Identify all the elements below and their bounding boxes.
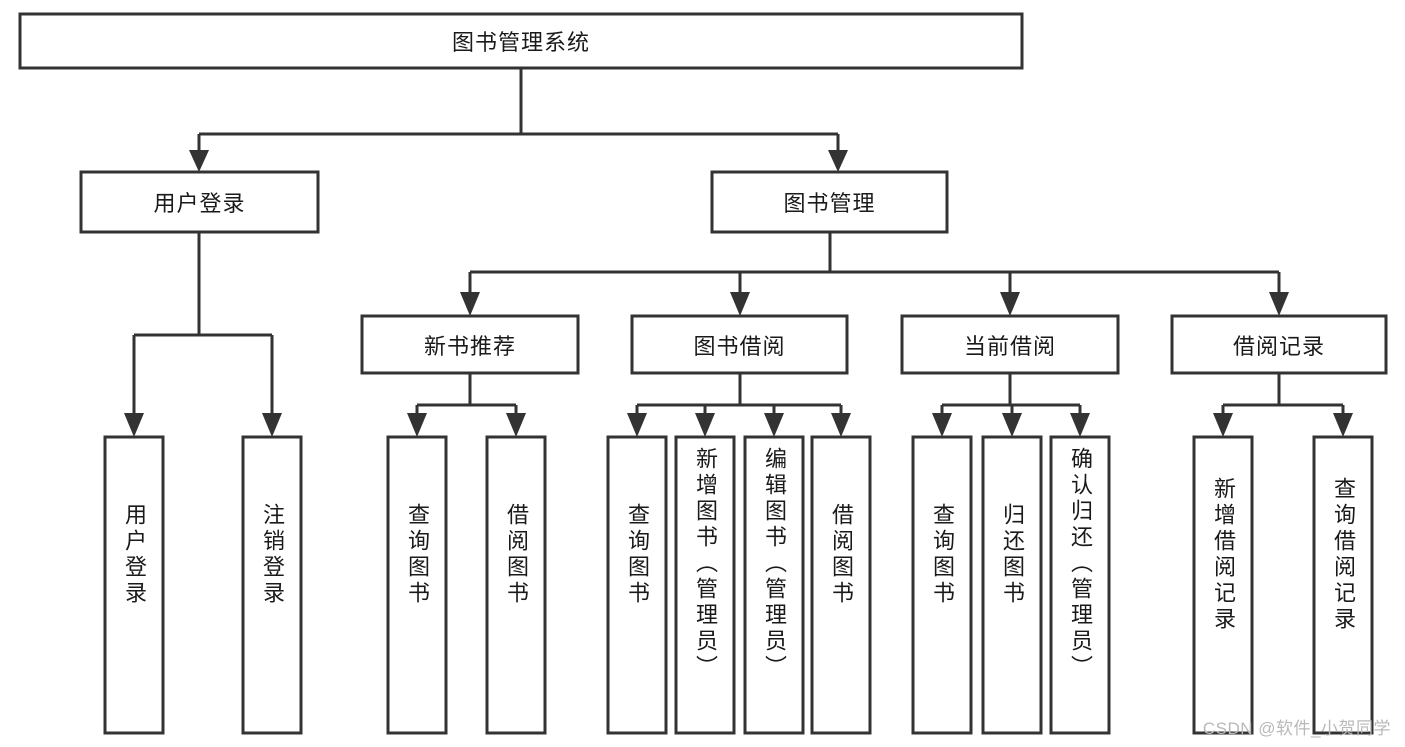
arrow-to-user-login [189, 150, 209, 172]
arrow-to-leaf-query-book-current [932, 413, 952, 437]
arrow-to-leaf-query-borrow-record [1333, 413, 1353, 437]
arrow-to-book-manage [828, 150, 848, 172]
node-box-book-borrow[interactable] [630, 314, 849, 375]
node-box-leaf-query-book-borrow[interactable] [606, 435, 668, 735]
arrow-to-leaf-user-login [124, 413, 144, 437]
node-box-leaf-query-borrow-record[interactable] [1312, 435, 1374, 735]
arrow-to-current-borrow [1000, 292, 1020, 316]
arrow-to-leaf-borrow-book [831, 413, 851, 437]
arrow-to-borrow-record [1269, 292, 1289, 316]
node-box-leaf-add-book-admin[interactable] [674, 435, 736, 735]
node-box-book-manage[interactable] [710, 170, 949, 234]
node-box-leaf-borrow-book-recommend[interactable] [485, 435, 547, 735]
node-box-leaf-return-book[interactable] [981, 435, 1043, 735]
node-box-leaf-confirm-return-admin[interactable] [1049, 435, 1111, 735]
node-box-leaf-user-login[interactable] [103, 435, 165, 735]
arrow-to-leaf-borrow-book-recommend [506, 413, 526, 437]
arrow-to-leaf-query-book-borrow [627, 413, 647, 437]
node-box-leaf-user-logout[interactable] [241, 435, 303, 735]
connector-book-manage-bus [468, 232, 1281, 294]
connector-borrow-record-bus [1221, 373, 1345, 415]
boxes-layer [18, 12, 1388, 735]
node-box-leaf-query-book-recommend[interactable] [386, 435, 448, 735]
connector-user-login-bus [132, 232, 274, 415]
node-box-leaf-query-book-current[interactable] [911, 435, 973, 735]
arrow-to-leaf-user-logout [262, 413, 282, 437]
node-box-root[interactable] [18, 12, 1024, 70]
node-box-leaf-edit-book-admin[interactable] [743, 435, 805, 735]
node-box-current-borrow[interactable] [900, 314, 1120, 375]
arrow-to-leaf-add-book-admin [695, 413, 715, 437]
connector-current-borrow-bus [940, 373, 1082, 415]
arrow-to-leaf-query-book-recommend [407, 413, 427, 437]
arrow-to-book-borrow [730, 292, 750, 316]
arrow-to-leaf-return-book [1002, 413, 1022, 437]
connector-root-to-level1 [197, 68, 840, 150]
node-box-new-book-recommend[interactable] [360, 314, 580, 375]
connector-book-borrow-bus [635, 373, 843, 415]
arrow-to-leaf-edit-book-admin [764, 413, 784, 437]
arrow-to-leaf-confirm-return-admin [1070, 413, 1090, 437]
arrow-to-new-book-recommend [460, 292, 480, 316]
node-box-leaf-borrow-book[interactable] [810, 435, 872, 735]
connectors-layer [124, 68, 1353, 437]
node-box-user-login[interactable] [79, 170, 320, 234]
node-box-borrow-record[interactable] [1170, 314, 1388, 375]
arrow-to-leaf-add-borrow-record [1213, 413, 1233, 437]
connector-new-book-recommend-bus [415, 373, 518, 415]
node-box-leaf-add-borrow-record[interactable] [1192, 435, 1254, 735]
